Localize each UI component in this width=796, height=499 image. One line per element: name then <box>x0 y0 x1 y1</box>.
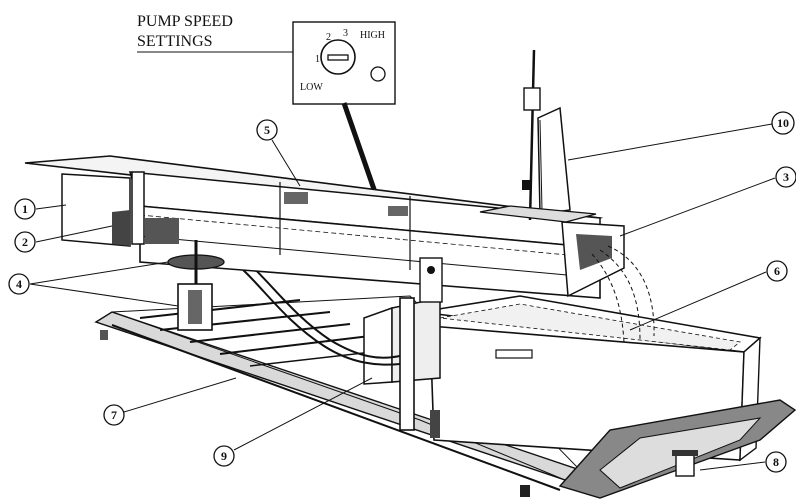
dial-position-2: 2 <box>326 32 331 43</box>
dial-pointer <box>327 54 349 61</box>
callout-3: 3 <box>783 170 789 184</box>
flow-channel <box>24 155 655 343</box>
inset-title-line1: PUMP SPEED <box>137 13 233 30</box>
dial-low-label: LOW <box>300 82 323 93</box>
callouts: 1 2 3 4 5 6 7 8 9 10 <box>8 111 796 473</box>
pump-cable <box>341 102 379 196</box>
power-knob <box>370 66 386 82</box>
speed-dial <box>320 39 356 75</box>
callout-1-circle <box>14 198 36 220</box>
callout-8: 8 <box>773 455 779 469</box>
callout-9: 9 <box>221 449 227 463</box>
dial-position-1: 1 <box>315 54 320 65</box>
pump-speed-inset: PUMP SPEED SETTINGS 1 2 3 HIGH LOW <box>137 13 396 105</box>
dial-high-label: HIGH <box>360 30 385 41</box>
callout-7: 7 <box>111 408 117 422</box>
inset-title-line2: SETTINGS <box>137 33 213 50</box>
weir-insert <box>284 192 308 204</box>
drain-valve <box>675 453 695 477</box>
pump-box <box>363 297 441 438</box>
callout-1: 1 <box>22 202 28 216</box>
callout-10: 10 <box>777 116 789 130</box>
point-gauge <box>479 49 597 223</box>
callout-6: 6 <box>774 264 780 278</box>
callout-4: 4 <box>16 277 22 291</box>
dial-position-3: 3 <box>343 28 348 39</box>
callout-2: 2 <box>22 235 28 249</box>
trolley-handle <box>558 399 796 499</box>
outflow-stream <box>599 249 641 341</box>
callout-5: 5 <box>264 123 270 137</box>
height-adjust-jack <box>167 240 443 331</box>
